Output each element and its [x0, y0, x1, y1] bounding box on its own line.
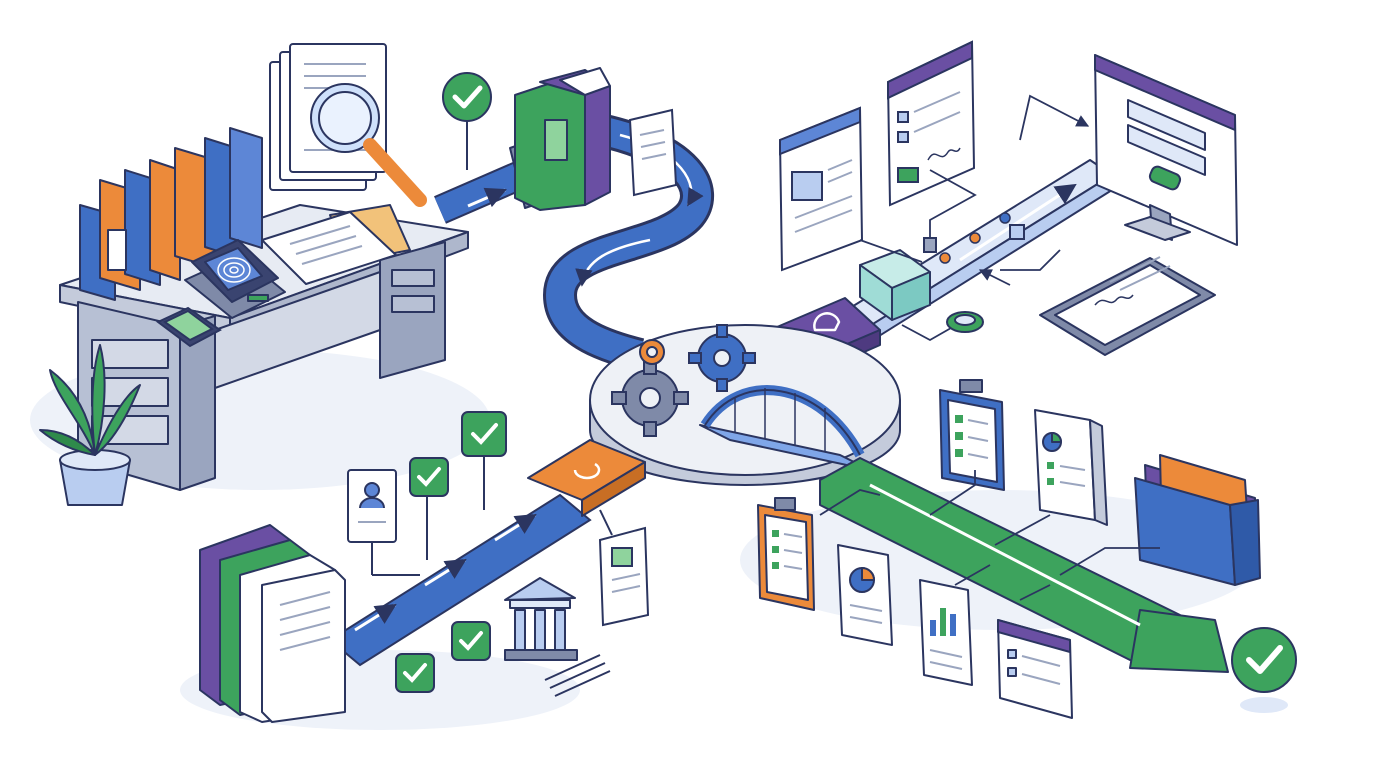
pie-document	[837, 544, 893, 646]
magnifier-icon	[310, 83, 427, 207]
check-squares	[395, 411, 507, 693]
chart-document	[1034, 409, 1108, 526]
book-stack	[199, 524, 346, 723]
id-document	[347, 469, 420, 576]
bar-document	[919, 579, 973, 686]
document-stack-with-magnifier	[269, 43, 427, 207]
browser-window-left	[778, 106, 864, 272]
list-window	[997, 619, 1073, 719]
plant-icon	[39, 344, 141, 506]
form-window	[886, 40, 976, 207]
phone-icon	[156, 306, 222, 348]
checklist-clipboard	[757, 497, 815, 611]
binder-set	[514, 67, 611, 211]
fingerprint-scanner-icon	[184, 239, 286, 319]
check-badge-icon	[1231, 627, 1297, 713]
connector-nodes	[923, 224, 1025, 333]
bank-icon	[504, 577, 611, 697]
archive-pipe	[328, 493, 592, 667]
clipboard-icon	[939, 379, 1005, 491]
bridge-icon	[699, 385, 871, 471]
check-badge-icon	[442, 72, 492, 170]
binders	[79, 127, 263, 301]
connector-lines	[859, 94, 1090, 342]
desk-papers	[261, 204, 411, 285]
tablet-icon	[1039, 256, 1216, 356]
report-document	[598, 509, 650, 627]
gear-icon	[611, 324, 756, 437]
floating-document	[628, 108, 678, 197]
sync-block	[527, 439, 646, 517]
monitor-icon	[1094, 54, 1238, 246]
folder-icon	[1134, 454, 1261, 586]
green-pipe-connectors	[819, 470, 1160, 601]
green-output-pipe	[819, 457, 1229, 673]
status-dots	[939, 212, 1011, 264]
